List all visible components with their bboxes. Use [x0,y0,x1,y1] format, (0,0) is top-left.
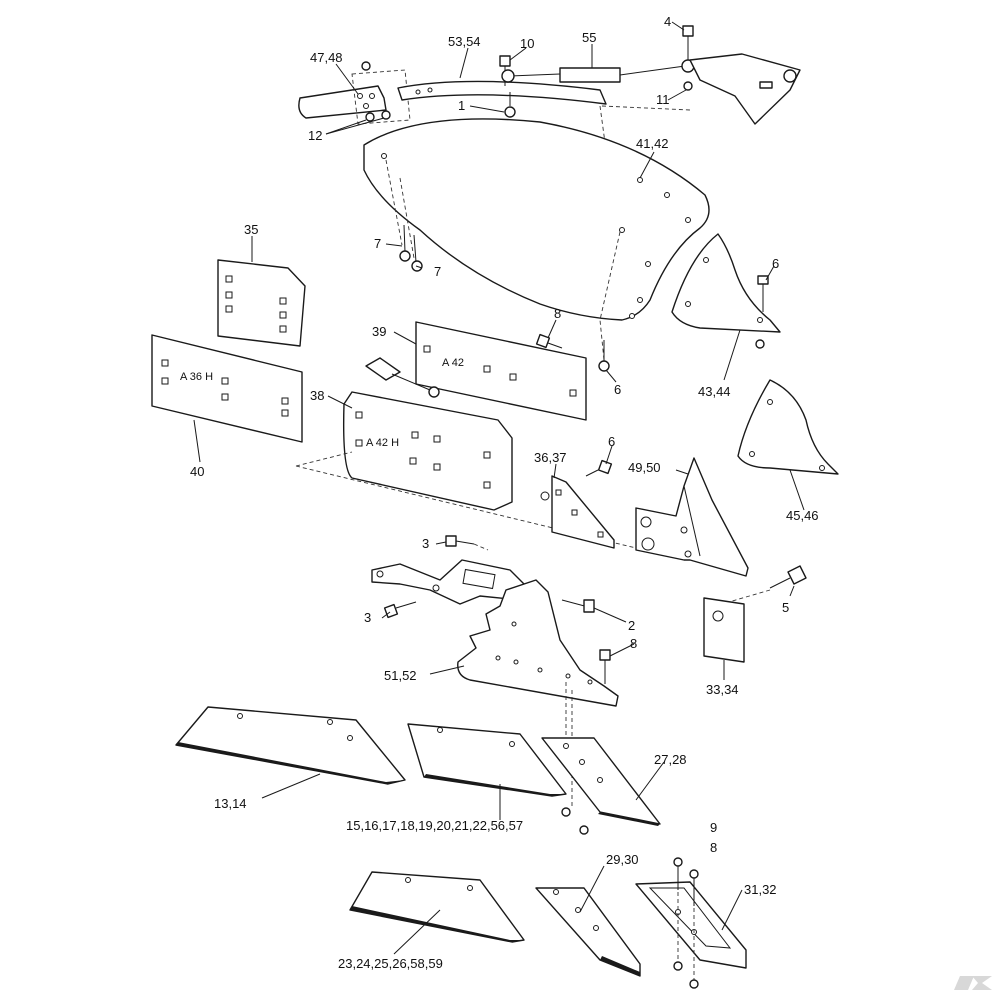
label-3b: 3 [364,610,371,625]
plate-mark-a42h: A 42 H [366,437,399,449]
part-6-bracket-bolt [585,459,613,477]
part-38-plate: A 42 H [343,391,513,511]
brand-k-icon [954,976,992,990]
label-36-37: 36,37 [534,450,567,465]
part-labels: 47,48 53,54 10 55 4 11 1 12 41,42 7 7 35… [190,14,819,971]
label-38: 38 [310,388,324,403]
label-45-46: 45,46 [786,508,819,523]
upper-bracket [689,53,801,125]
label-41-42: 41,42 [636,136,669,151]
part-39-plate: A 42 [415,321,587,421]
share-nuts [561,807,589,835]
label-27-28: 27,28 [654,752,687,767]
label-47-48: 47,48 [310,50,343,65]
part-41-42-mouldboard [363,118,710,321]
label-8c: 8 [710,840,717,855]
part-23-59-share [349,871,525,943]
label-43-44: 43,44 [698,384,731,399]
label-40: 40 [190,464,204,479]
part-8-frog-bolt [599,649,611,684]
label-12: 12 [308,128,322,143]
label-53-54: 53,54 [448,34,481,49]
part-49-50-landside [635,457,749,577]
bracket-dash-box [351,69,411,125]
part-51-52-frog [371,559,619,707]
label-6b: 6 [614,382,621,397]
label-4: 4 [664,14,671,29]
part-27-28-share [541,737,661,826]
part-4-bolt [682,25,694,60]
part-55-turnbuckle [501,59,695,83]
label-29-30: 29,30 [606,852,639,867]
part-8-9-bolts [673,857,699,989]
label-33-34: 33,34 [706,682,739,697]
part-31-32-point [635,881,747,969]
label-3a: 3 [422,536,429,551]
leader-lines [193,21,805,955]
label-8b: 8 [630,636,637,651]
part-2-bolt [561,599,595,613]
label-31-32: 31,32 [744,882,777,897]
label-7a: 7 [374,236,381,251]
part-33-34-plate [703,597,745,663]
label-7b: 7 [434,264,441,279]
label-5: 5 [782,600,789,615]
label-2: 2 [628,618,635,633]
label-13-14: 13,14 [214,796,247,811]
label-1: 1 [458,98,465,113]
clamp-bolt-assembly [365,357,440,398]
part-8-plate-bolt [535,333,563,349]
label-49-50: 49,50 [628,460,661,475]
label-6a: 6 [772,256,779,271]
label-55: 55 [582,30,596,45]
label-23-59: 23,24,25,26,58,59 [338,956,443,971]
part-5-bolt [721,565,807,605]
label-11: 11 [656,92,670,107]
part-15-57-share [407,723,567,797]
plate-dash-lines [295,451,637,549]
part-12-nuts [361,61,391,122]
label-39: 39 [372,324,386,339]
part-6-wing-bolt [755,275,769,349]
label-10: 10 [520,36,534,51]
label-15-57: 15,16,17,18,19,20,21,22,56,57 [346,818,523,833]
part-40-plate: A 36 H [151,334,303,443]
part-47-48-handle [298,85,387,119]
part-11-nut [683,81,693,91]
part-53-54-bar [397,80,607,105]
plate-mark-a36h: A 36 H [180,371,213,383]
label-9: 9 [710,820,717,835]
part-36-37-bracket [540,475,615,549]
part-45-46-wing [737,379,839,475]
part-43-44-wing [671,233,781,333]
label-51-52: 51,52 [384,668,417,683]
part-29-30-point [535,887,641,977]
label-35: 35 [244,222,258,237]
label-8a: 8 [554,306,561,321]
part-1-bolt [504,92,516,118]
label-6c: 6 [608,434,615,449]
part-13-14-share [175,706,406,785]
plate-mark-a42: A 42 [442,357,464,369]
part-6-bolt-upper [598,231,621,372]
part-35-plate [217,259,306,347]
